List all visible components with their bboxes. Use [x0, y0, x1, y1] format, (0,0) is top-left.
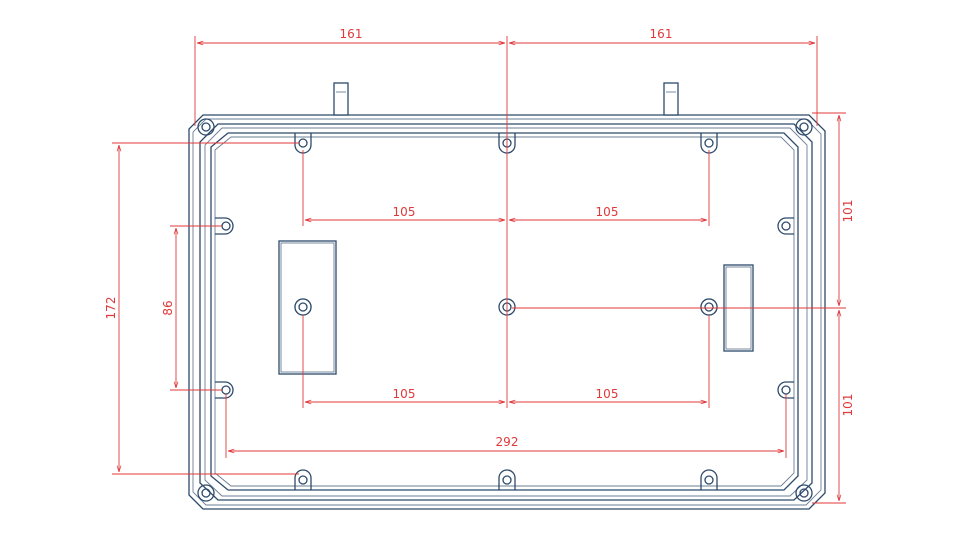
- dim-upper-right: 105: [596, 205, 619, 219]
- center-bosses: [294, 298, 718, 316]
- dim-lower-right: 105: [596, 387, 619, 401]
- dim-upper-left: 105: [393, 205, 416, 219]
- dim-left-total: 172: [104, 297, 118, 320]
- dim-lower-left: 105: [393, 387, 416, 401]
- dim-top-left: 161: [340, 27, 363, 41]
- dim-top-right: 161: [650, 27, 673, 41]
- internal-blocks: [278, 240, 754, 375]
- dimension-labels: 161 161 105 105 105 105 292 172 86 101 1…: [104, 27, 855, 449]
- top-connectors: [333, 82, 679, 116]
- dimension-lines: [112, 36, 846, 504]
- corner-holes: [197, 118, 813, 502]
- dim-left-inner: 86: [161, 300, 175, 315]
- dim-overall-span: 292: [496, 435, 519, 449]
- dim-right-upper: 101: [841, 200, 855, 223]
- dim-right-lower: 101: [841, 394, 855, 417]
